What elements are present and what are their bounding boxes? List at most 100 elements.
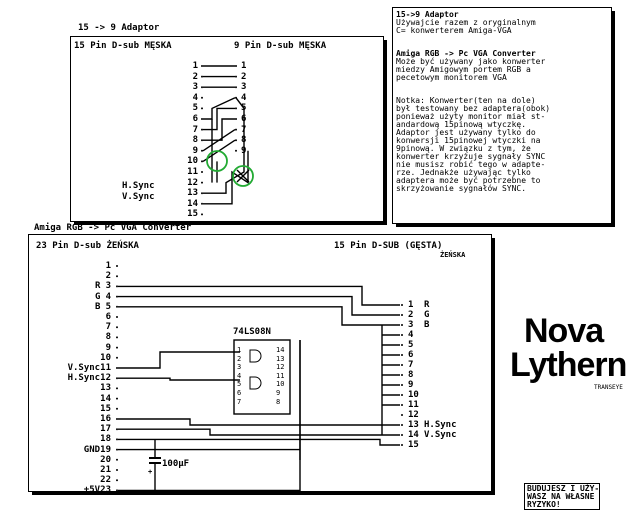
info-notka-line: był testowany bez adaptera(obok): [396, 104, 551, 113]
converter-left-dot: [116, 438, 118, 441]
converter-right-dot: [401, 444, 403, 446]
converter-left-pin-12: 12: [100, 373, 111, 384]
adaptor-left-pin-4: 4: [192, 92, 198, 103]
converter-left-dot: [116, 346, 118, 349]
adaptor-left-pin-13: 13: [187, 188, 198, 199]
converter-right-label-3: B: [424, 320, 430, 330]
converter-left-pin-8: 8: [105, 332, 111, 343]
converter-left-dot: [116, 489, 118, 492]
adaptor-left-pin-3: 3: [192, 82, 198, 93]
converter-left-label-5: B: [95, 301, 101, 312]
adaptor-right-dot: [235, 118, 237, 120]
converter-left-dot: [116, 428, 118, 431]
adaptor-title: 15 -> 9 Adaptor: [78, 23, 160, 33]
info-frame-shadow-bottom: [396, 224, 615, 227]
converter-left-label-12: H.Sync: [67, 373, 101, 384]
chip-pin-14: 14: [276, 346, 285, 354]
converter-right-dot: [401, 324, 403, 326]
info-notka-line: rze. Jednakże używając tylko: [396, 168, 531, 177]
converter-left-pin-18: 18: [100, 434, 111, 445]
info-notka-line: ponieważ użyty monitor miał st-: [396, 112, 546, 121]
adaptor-left-dot: [201, 107, 203, 110]
converter-left-pin-23: 23: [100, 485, 111, 496]
converter-left-header: 23 Pin D-sub ŻEŃSKA: [36, 241, 139, 251]
converter-left-pin-17: 17: [100, 424, 111, 435]
converter-right-pin-4: 4: [408, 330, 414, 340]
adaptor-right-dot: [235, 128, 237, 131]
adaptor-wire-7-5: [203, 107, 235, 131]
info-notka-line: adaptera może być potrzebne to: [396, 176, 541, 185]
info-section2-line: Może być używany jako konwerter: [396, 57, 546, 66]
converter-left-dot: [116, 356, 118, 359]
converter-left-pin-7: 7: [105, 322, 111, 333]
converter-left-dot: [116, 479, 118, 482]
info-notka-line: Notka: Konwerter(ten na dole): [396, 96, 536, 105]
info-notka-line: 9pinową. W związku z tym, że: [396, 144, 531, 153]
converter-left-pin-1: 1: [105, 261, 111, 271]
conv-wire-hsync-in: [118, 377, 240, 381]
converter-right-dot: [401, 344, 403, 346]
logo-tag: TRANSEYE: [594, 384, 623, 391]
chip-pin-5: 5: [237, 380, 242, 389]
conv-wire-hsync-out: [118, 418, 400, 426]
adaptor-left-pin-12: 12: [187, 177, 198, 188]
logo-line2: Lythern: [510, 346, 627, 384]
converter-left-dot: [116, 387, 118, 390]
converter-frame-shadow: [492, 238, 495, 495]
converter-frame: [28, 234, 492, 492]
converter-right-label-1: R: [424, 300, 430, 310]
adaptor-right-pin-2: 2: [241, 71, 247, 82]
adaptor-right-pin-5: 5: [241, 103, 247, 114]
adaptor-right-dot: [235, 139, 237, 142]
converter-right-pin-10: 10: [408, 390, 419, 400]
converter-right-pin-3: 3: [408, 320, 414, 330]
converter-left-pin-14: 14: [100, 393, 111, 404]
converter-left-pin-21: 21: [100, 465, 111, 475]
converter-right-label-2: G: [424, 310, 430, 320]
converter-left-dot: [116, 305, 118, 308]
converter-right-header: 15 Pin D-SUB (GĘSTA): [334, 241, 443, 251]
info-frame-shadow: [612, 11, 615, 227]
chip-body: [233, 339, 291, 415]
adaptor-left-pin-15: 15: [187, 209, 198, 220]
converter-left-dot: [116, 367, 118, 369]
chip-pin-4: 4: [237, 371, 242, 380]
adaptor-left-dot: [201, 202, 203, 205]
converter-left-pin-3: 3: [105, 281, 111, 292]
adaptor-left-dot: [201, 160, 203, 163]
converter-right-dot: [401, 384, 403, 386]
converter-left-label-11: V.Sync: [67, 363, 101, 373]
adaptor-left-dot: [201, 128, 203, 131]
adaptor-left-pin-11: 11: [187, 167, 198, 177]
converter-left-dot: [116, 326, 118, 329]
converter-left-pin-6: 6: [105, 312, 111, 322]
warning-line: RYZYKO!: [527, 500, 561, 509]
adaptor-right-dot: [235, 107, 237, 110]
converter-left-pin-11: 11: [100, 363, 111, 373]
adaptor-left-dot: [201, 181, 203, 184]
converter-left-dot: [116, 316, 118, 318]
converter-right-dot: [401, 334, 403, 336]
chip-pin-3: 3: [237, 363, 242, 372]
conv-wire-B: [118, 306, 400, 326]
conv-wire-R: [118, 285, 400, 306]
adaptor-left-dot: [201, 86, 203, 89]
capacitor-plus: +: [148, 468, 153, 476]
conv-wire-vsync-out: [118, 428, 400, 436]
converter-left-dot: [116, 265, 118, 267]
converter-left-pin-5: 5: [105, 301, 111, 312]
converter-right-pin-2: 2: [408, 310, 414, 320]
converter-left-label-4: G: [95, 291, 101, 302]
adaptor-wire-hsync: [203, 97, 245, 194]
converter-left-label-23: +5V: [83, 485, 101, 496]
converter-right-dot: [401, 314, 403, 316]
converter-left-dot: [116, 275, 118, 278]
adaptor-right-pin-6: 6: [241, 114, 247, 124]
converter-right-label-14: V.Sync: [424, 430, 457, 440]
adaptor-left-pin-2: 2: [192, 71, 198, 82]
adaptor-right-pin-1: 1: [241, 61, 247, 71]
adaptor-wire-9-7: [202, 129, 236, 152]
converter-left-dot: [116, 469, 118, 471]
adaptor-right-header: 9 Pin D-sub MĘSKA: [234, 41, 327, 51]
